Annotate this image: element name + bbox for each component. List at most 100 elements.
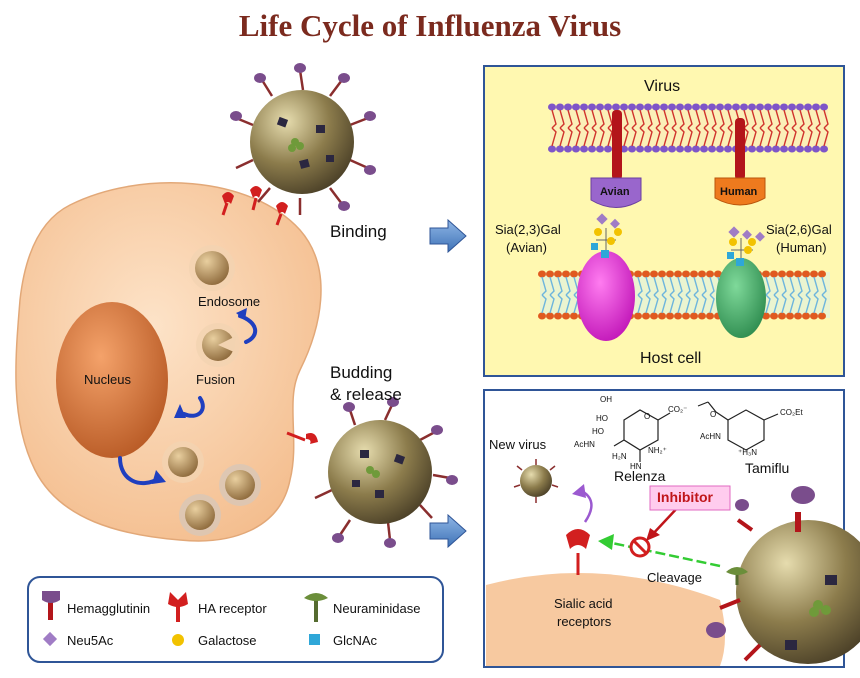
block-icon bbox=[629, 536, 651, 558]
lipid-tail bbox=[789, 276, 795, 314]
lipid-tail bbox=[575, 109, 581, 147]
inhibitor-label: Inhibitor bbox=[657, 489, 713, 505]
avian-type-label: (Avian) bbox=[506, 240, 547, 255]
lipid-tail bbox=[645, 276, 651, 314]
sia26-label: Sia(2,6)Gal bbox=[766, 222, 832, 237]
chem-h3n: ⁺H₃N bbox=[738, 448, 758, 457]
lipid-head bbox=[548, 103, 556, 111]
release-label: & release bbox=[330, 385, 402, 404]
lipid-tail bbox=[623, 109, 629, 147]
lipid-tail bbox=[653, 276, 659, 314]
virus-particle bbox=[230, 63, 376, 215]
lipid-head bbox=[796, 103, 804, 111]
lipid-head bbox=[820, 145, 828, 153]
lipid-tail bbox=[775, 109, 781, 147]
lipid-head bbox=[604, 103, 612, 111]
lipid-head bbox=[676, 103, 684, 111]
lipid-head bbox=[770, 312, 778, 320]
lipid-head bbox=[668, 145, 676, 153]
budding-virus bbox=[314, 397, 458, 548]
lipid-tail bbox=[719, 109, 725, 147]
arrow-to-bottom-panel-icon bbox=[429, 513, 467, 549]
lipid-tail bbox=[549, 276, 555, 314]
lipid-tail bbox=[821, 276, 827, 314]
lipid-head bbox=[658, 312, 666, 320]
lipid-head bbox=[724, 103, 732, 111]
lipid-head bbox=[546, 312, 554, 320]
lipid-head bbox=[700, 103, 708, 111]
lipid-head bbox=[642, 312, 650, 320]
lipid-head bbox=[562, 270, 570, 278]
lipid-head bbox=[812, 145, 820, 153]
lipid-head bbox=[548, 145, 556, 153]
lipid-tail bbox=[791, 109, 797, 147]
host-cell-label: Host cell bbox=[640, 350, 702, 367]
avian-label: Avian bbox=[600, 186, 630, 198]
lipid-tail bbox=[711, 109, 717, 147]
galactose-icon bbox=[172, 634, 184, 646]
lipid-head bbox=[554, 312, 562, 320]
lipid-tail bbox=[679, 109, 685, 147]
lipid-tail bbox=[583, 109, 589, 147]
lipid-head bbox=[716, 103, 724, 111]
legend-glcnac-label: GlcNAc bbox=[333, 633, 378, 648]
lipid-tail bbox=[807, 109, 813, 147]
neuraminidase-icon bbox=[304, 593, 328, 622]
lipid-tail bbox=[805, 276, 811, 314]
lipid-head bbox=[698, 312, 706, 320]
sugar-chain-avian bbox=[591, 213, 622, 258]
lipid-head bbox=[564, 103, 572, 111]
lipid-tail bbox=[743, 109, 749, 147]
lipid-tail bbox=[599, 109, 605, 147]
lipid-head bbox=[708, 103, 716, 111]
sugar-chain-human bbox=[727, 226, 765, 266]
lipid-head bbox=[684, 103, 692, 111]
lipid-head bbox=[778, 270, 786, 278]
lipid-head bbox=[588, 145, 596, 153]
lipid-head bbox=[780, 145, 788, 153]
lipid-head bbox=[642, 270, 650, 278]
lipid-head bbox=[748, 145, 756, 153]
lipid-head bbox=[756, 145, 764, 153]
lipid-tail bbox=[671, 109, 677, 147]
endosome-virion bbox=[189, 245, 235, 291]
lipid-tail bbox=[773, 276, 779, 314]
lipid-head bbox=[588, 103, 596, 111]
lipid-head bbox=[580, 103, 588, 111]
lipid-head bbox=[706, 270, 714, 278]
lipid-tail bbox=[687, 109, 693, 147]
neu5ac-icon bbox=[42, 631, 58, 647]
lipid-tail bbox=[783, 109, 789, 147]
lipid-head bbox=[668, 103, 676, 111]
lipid-head bbox=[570, 270, 578, 278]
lipid-head bbox=[772, 145, 780, 153]
lipid-head bbox=[820, 103, 828, 111]
lipid-tail bbox=[797, 276, 803, 314]
lipid-tail bbox=[565, 276, 571, 314]
lipid-head bbox=[554, 270, 562, 278]
lipid-tail bbox=[655, 109, 661, 147]
lipid-head bbox=[690, 312, 698, 320]
human-ha bbox=[714, 177, 766, 206]
arrow-to-top-panel-icon bbox=[429, 218, 467, 254]
lipid-head bbox=[650, 270, 658, 278]
lipid-head bbox=[572, 145, 580, 153]
chem-hn: HN bbox=[630, 462, 642, 471]
hemagglutinin-icon bbox=[42, 591, 60, 620]
legend-box bbox=[27, 576, 444, 663]
lipid-head bbox=[764, 103, 772, 111]
lipid-head bbox=[570, 312, 578, 320]
lipid-head bbox=[810, 312, 818, 320]
lipid-head bbox=[772, 103, 780, 111]
ha-receptor-icon bbox=[221, 186, 318, 444]
lipid-head bbox=[762, 270, 770, 278]
lipid-head bbox=[538, 312, 546, 320]
lipid-tail bbox=[567, 109, 573, 147]
chem-ho-2: HO bbox=[592, 427, 604, 436]
chem-nh2plus: NH₂⁺ bbox=[648, 446, 667, 455]
human-label: Human bbox=[720, 186, 758, 198]
lipid-head bbox=[732, 103, 740, 111]
lipid-head bbox=[580, 145, 588, 153]
lipid-tail bbox=[647, 109, 653, 147]
